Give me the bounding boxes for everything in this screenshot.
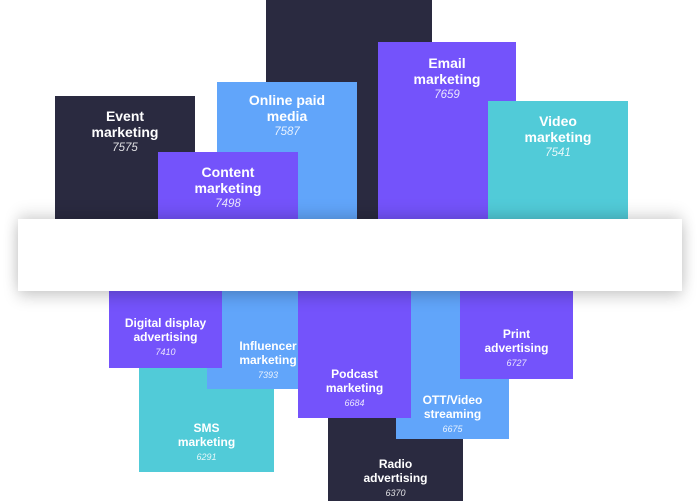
tile-value: 6370 (385, 487, 406, 498)
tile-value: 6684 (344, 397, 365, 408)
tile-label: Online paid media (248, 92, 326, 125)
tile-label: SMS marketing (177, 421, 236, 449)
tile-content-marketing: Content marketing 7498 (158, 152, 298, 220)
tile-label: Event marketing (91, 108, 159, 141)
tile-value: 7498 (215, 198, 241, 211)
tile-label: Digital display advertising (124, 316, 207, 344)
tile-digital-display-advertising: Digital display advertising 7410 (109, 290, 222, 368)
tile-value: 7659 (434, 89, 460, 102)
tile-value: 7541 (545, 147, 571, 160)
tile-label: Podcast marketing (325, 367, 384, 395)
tile-label: OTT/Video streaming (422, 393, 483, 421)
tile-podcast-marketing: Podcast marketing 6684 (298, 290, 411, 418)
tile-label: Content marketing (194, 164, 262, 197)
tile-value: 6291 (196, 451, 217, 462)
tile-value: 7393 (257, 369, 279, 380)
tile-label: Print advertising (484, 327, 549, 355)
divider-band (18, 219, 682, 291)
tile-label: Email marketing (413, 55, 481, 88)
tile-value: 6727 (506, 357, 527, 368)
tile-value: 6675 (442, 423, 463, 434)
tile-value: 7410 (155, 346, 176, 357)
tile-value: 7575 (112, 142, 138, 155)
tile-value: 7587 (274, 126, 300, 139)
tile-video-marketing: Video marketing 7541 (488, 101, 628, 220)
tile-label: Influencer marketing (239, 339, 297, 367)
tile-label: Video marketing (524, 113, 592, 146)
tile-label: Radio advertising (363, 457, 428, 485)
tile-print-advertising: Print advertising 6727 (460, 290, 573, 379)
